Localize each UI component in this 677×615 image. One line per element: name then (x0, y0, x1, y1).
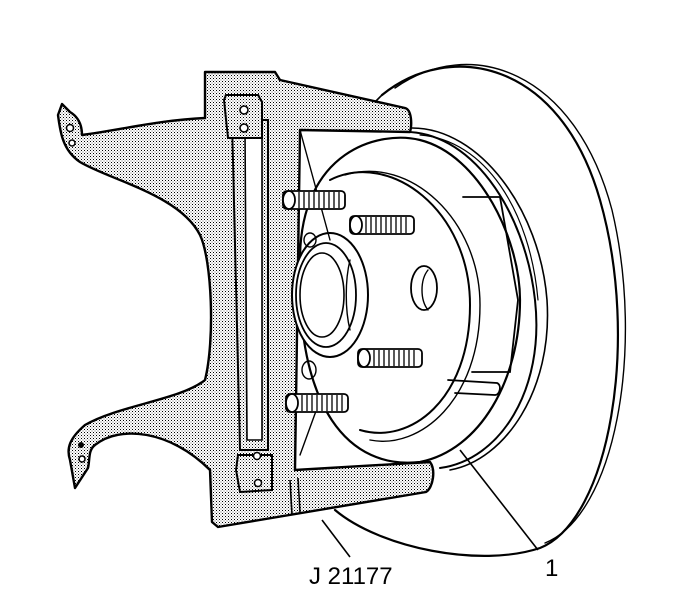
callout-part-1-label: 1 (545, 555, 559, 582)
leader-lines (321, 449, 539, 558)
callout-tool-label: J 21177 (309, 563, 393, 590)
wheel-hub (291, 127, 549, 471)
stud-3 (357, 348, 423, 368)
stud-2 (349, 215, 415, 235)
tool-j21177 (56, 70, 435, 529)
stud-1 (282, 190, 346, 210)
wheel-studs (282, 190, 423, 413)
stud-4 (285, 393, 349, 413)
leader-tool (321, 519, 351, 558)
leader-part-1 (459, 449, 539, 551)
